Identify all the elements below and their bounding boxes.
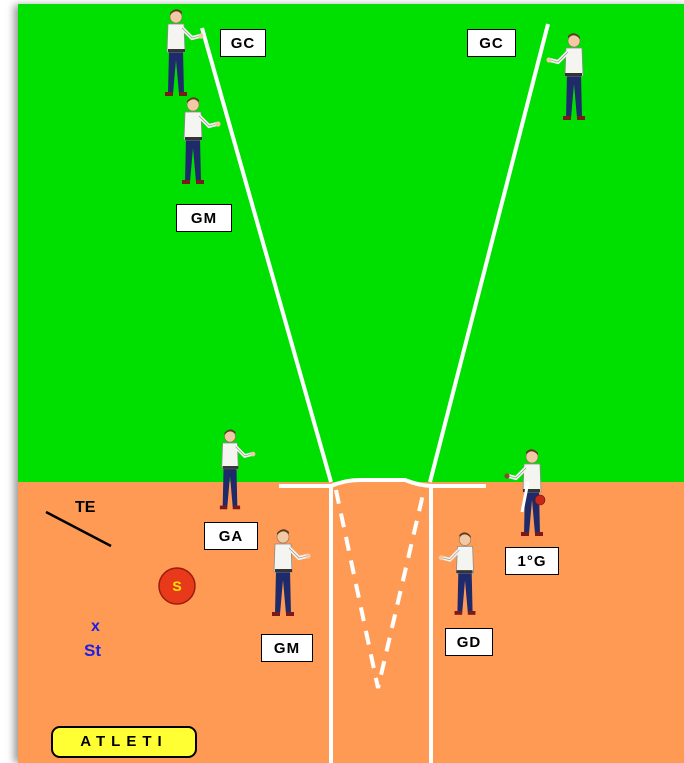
label-gm-upper: GM (176, 204, 232, 232)
atleti-logo: ATLETI (51, 726, 197, 758)
runner-mark: x (91, 619, 100, 635)
label-gd: GD (445, 628, 493, 656)
label-gm-lower: GM (261, 634, 313, 662)
runner-label: St (84, 642, 101, 659)
label-first-g: 1°G (505, 547, 559, 575)
ball-label: S (158, 567, 196, 605)
label-gc-right: GC (467, 29, 516, 57)
outfield-grass (18, 4, 684, 482)
infield-dirt (18, 482, 684, 763)
label-gc-left: GC (220, 29, 266, 57)
label-ga: GA (204, 522, 258, 550)
te-label: TE (75, 500, 95, 516)
